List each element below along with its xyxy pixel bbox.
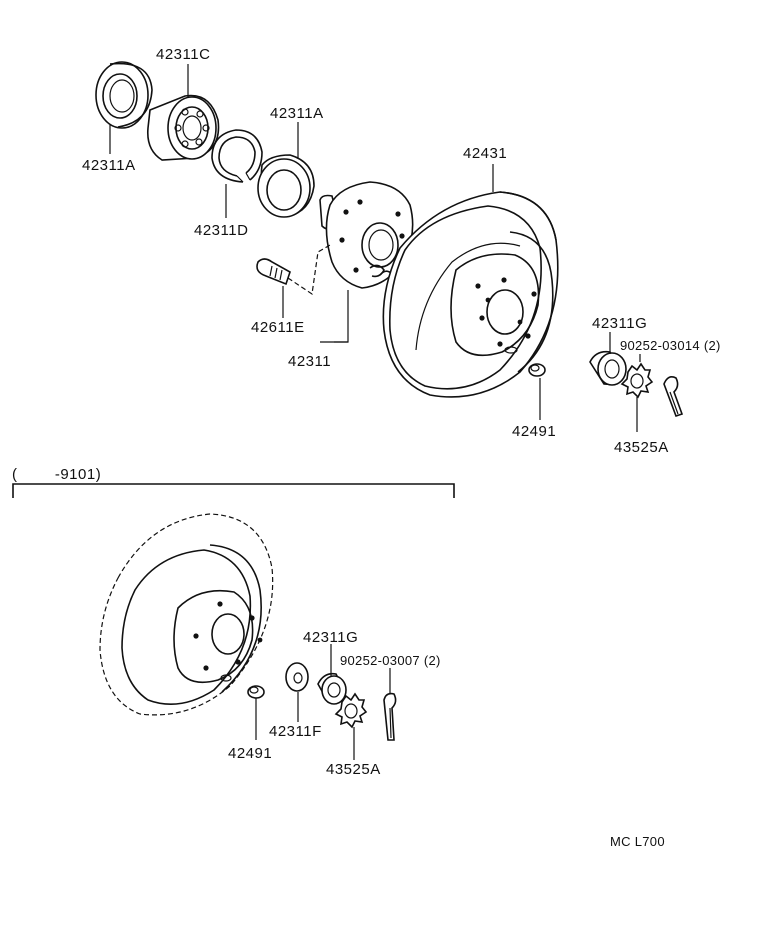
nut-42311G-bottom: [317, 672, 347, 705]
cotter-pin-90252-03007: [383, 692, 397, 741]
lock-cap-43525A-bottom: [334, 692, 368, 729]
label-42491-bottom: 42491: [228, 745, 272, 762]
leader-lines-bottom: [255, 644, 391, 760]
brake-disc-bottom: [99, 513, 274, 716]
leader-lines-top: [109, 64, 641, 432]
label-42431: 42431: [463, 145, 507, 162]
screw-42491-top: [528, 363, 546, 377]
label-42491-top: 42491: [512, 423, 556, 440]
snap-ring-42311D: [211, 129, 263, 183]
label-range-note: ( -9101): [12, 466, 101, 483]
cotter-pin-90252-03014: [663, 376, 684, 418]
label-42611E: 42611E: [251, 319, 305, 336]
diagram-code: MC L700: [610, 834, 665, 849]
label-90252-03014: 90252-03014 (2): [620, 338, 721, 353]
brake-disc-42431: [382, 191, 559, 398]
outer-race-left: [95, 61, 153, 129]
label-43525A-bottom: 43525A: [326, 761, 381, 778]
label-42311A-right: 42311A: [270, 105, 324, 122]
label-42311D: 42311D: [194, 222, 248, 239]
nut-42311G-top: [589, 350, 627, 386]
hub-bolt-42611E: [256, 244, 331, 296]
lock-cap-43525A-top: [620, 362, 654, 399]
label-42311A-left: 42311A: [82, 157, 136, 174]
washer-42311F: [285, 662, 309, 692]
range-bracket: [12, 483, 455, 498]
label-42311F: 42311F: [269, 723, 322, 740]
label-90252-03007: 90252-03007 (2): [340, 653, 441, 668]
label-42311G-top: 42311G: [592, 315, 647, 332]
bearing-42311C: [146, 94, 220, 161]
label-43525A-top: 43525A: [614, 439, 669, 456]
label-42311G-bottom: 42311G: [303, 629, 358, 646]
outer-race-right: [257, 154, 315, 218]
screw-42491-bottom: [247, 685, 265, 699]
label-42311: 42311: [288, 353, 331, 370]
label-42311C: 42311C: [156, 46, 210, 63]
